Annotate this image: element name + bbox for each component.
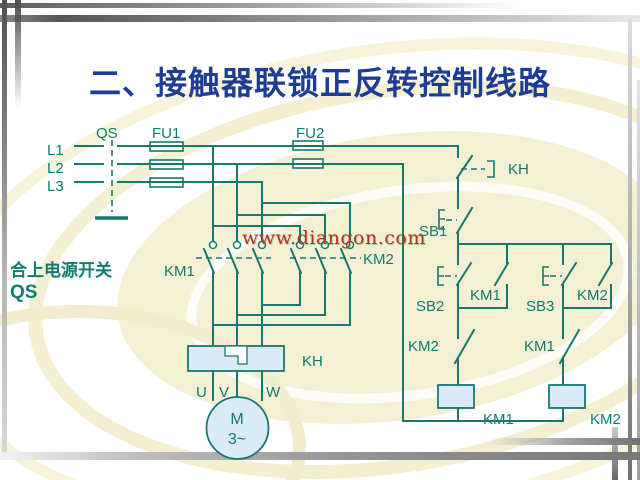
label-kh-main: KH	[302, 353, 323, 370]
sb2-button	[437, 243, 473, 309]
fuse-fu2	[292, 140, 324, 169]
km1-coil	[437, 384, 475, 422]
frame-bottom-inner-bar	[488, 438, 640, 445]
label-l2: L2	[47, 160, 64, 177]
label-km1-coil: KM1	[483, 411, 514, 428]
label-sb2: SB2	[416, 298, 444, 315]
label-motor-m: M	[230, 411, 243, 428]
frame-top-bar	[0, 15, 640, 22]
label-km1-interlock: KM1	[524, 338, 555, 355]
label-fu2: FU2	[296, 125, 324, 142]
km2-nc-interlock	[453, 307, 476, 386]
label-kh-control: KH	[508, 161, 529, 178]
note-line1: 合上电源开关	[10, 261, 112, 280]
fuse-fu1	[149, 141, 184, 188]
kh-nc-contact	[455, 145, 495, 209]
km2-aux-contact	[562, 243, 614, 309]
frame-left-inner-bar	[15, 0, 21, 108]
km1-aux-contact	[457, 243, 510, 309]
label-fu1: FU1	[152, 125, 180, 142]
phase-wires	[74, 145, 459, 242]
sb3-button	[542, 243, 578, 309]
label-qs: QS	[96, 125, 118, 142]
page-title: 二、接触器联锁正反转控制线路	[88, 65, 551, 101]
frame-right-edge-bar	[637, 80, 640, 480]
phase-crossover-wires	[212, 304, 351, 347]
km2-coil	[548, 384, 586, 422]
label-l1: L1	[47, 142, 64, 159]
km1-nc-interlock	[558, 307, 581, 386]
label-sb3: SB3	[526, 298, 554, 315]
label-km1-aux: KM1	[470, 287, 501, 304]
label-terminal-v: V	[219, 384, 229, 401]
switch-qs	[95, 140, 128, 220]
label-l3: L3	[47, 178, 64, 195]
frame-top-thin-bar	[0, 3, 520, 8]
sb1-button	[438, 206, 474, 245]
km1-main-contacts	[196, 240, 271, 326]
km2-main-contacts	[289, 240, 361, 326]
label-motor-phase: 3~	[228, 431, 246, 448]
label-terminal-u: U	[196, 384, 207, 401]
label-km2-aux: KM2	[577, 287, 608, 304]
frame-bottom-bar	[0, 452, 640, 460]
label-km2-coil: KM2	[590, 411, 621, 428]
note-close-switch: 合上电源开关 QS	[10, 260, 112, 305]
motor	[205, 396, 270, 460]
label-km2-main: KM2	[363, 251, 394, 268]
kh-heater-element	[187, 345, 285, 401]
note-line2: QS	[10, 282, 38, 304]
label-km1-main: KM1	[164, 263, 195, 280]
frame-left-bar	[2, 0, 7, 458]
watermark-text: www.diangon.com	[242, 227, 426, 249]
label-terminal-w: W	[266, 384, 281, 401]
label-sb1: SB1	[419, 223, 447, 240]
frame-right-bar	[628, 18, 632, 480]
label-km2-interlock: KM2	[408, 338, 439, 355]
